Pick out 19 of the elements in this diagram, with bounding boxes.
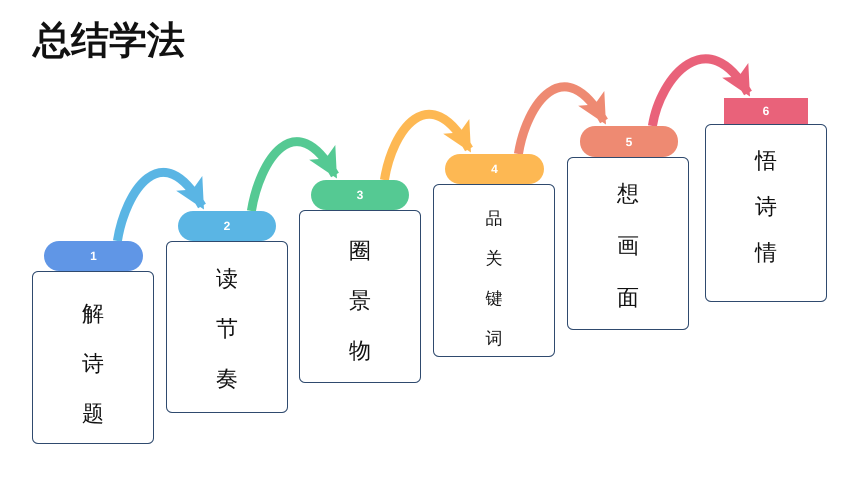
step-card — [166, 241, 288, 413]
step-card — [299, 210, 421, 383]
step-number-tab: 3 — [311, 180, 409, 210]
step-text: 圈景物 — [349, 238, 371, 366]
step-number-tab: 2 — [178, 211, 276, 241]
step-card — [32, 271, 154, 444]
step-text: 悟诗情 — [755, 148, 777, 268]
step-text: 品关键词 — [486, 208, 502, 351]
step-text: 想画面 — [617, 181, 639, 313]
step-number-tab: 6 — [724, 98, 808, 124]
step-text: 读节奏 — [216, 266, 238, 394]
step-number-tab: 4 — [445, 154, 544, 184]
step-number-tab: 1 — [44, 241, 143, 271]
step-text: 解诗题 — [82, 301, 104, 429]
step-number-tab: 5 — [580, 126, 678, 157]
title: 总结学法 — [33, 17, 185, 64]
step-card — [433, 184, 555, 357]
step-card — [567, 157, 689, 330]
step-card — [705, 124, 827, 302]
